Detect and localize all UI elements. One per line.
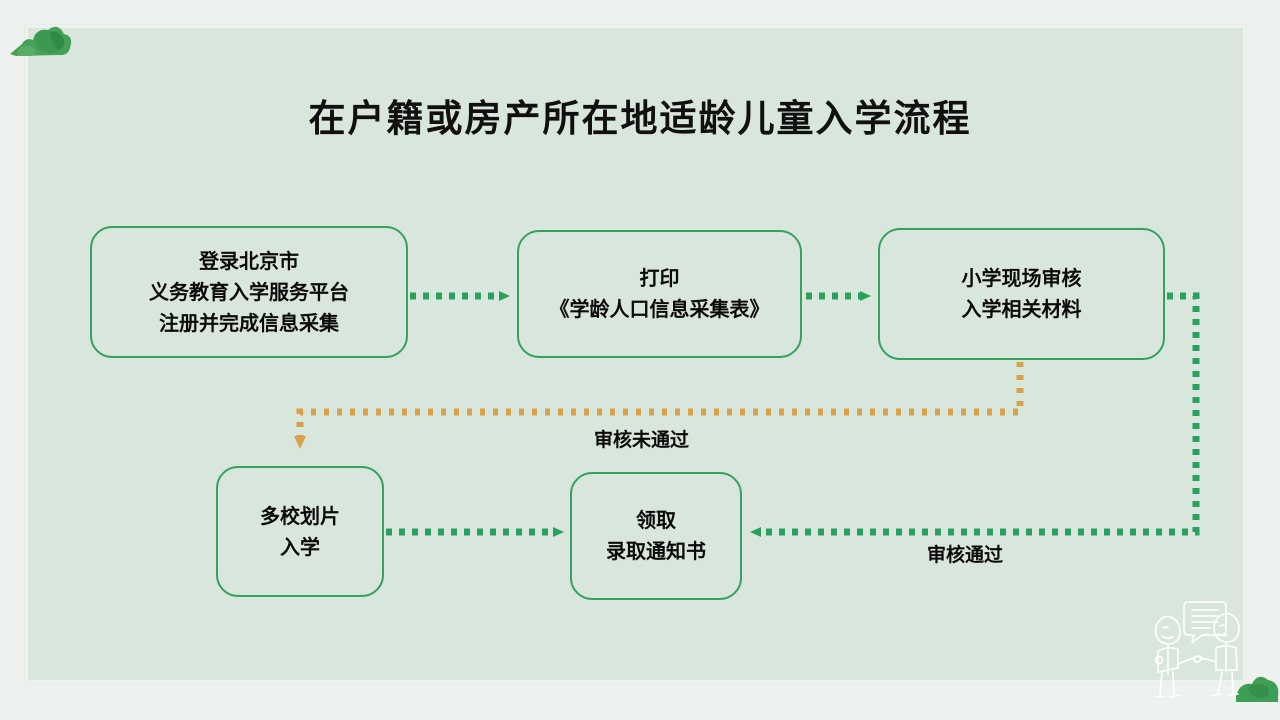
node-multi-line-2: 入学 bbox=[280, 534, 320, 559]
edge-label-review-failed: 审核未通过 bbox=[594, 429, 690, 451]
node-notice[interactable]: 领取 录取通知书 bbox=[570, 472, 742, 600]
node-register-line-2: 义务教育入学服务平台 bbox=[149, 279, 349, 304]
node-multi-line-1: 多校划片 bbox=[260, 503, 340, 528]
node-print[interactable]: 打印 《学龄人口信息采集表》 bbox=[517, 230, 802, 358]
node-register[interactable]: 登录北京市 义务教育入学服务平台 注册并完成信息采集 bbox=[90, 226, 408, 358]
node-review-line-2: 入学相关材料 bbox=[961, 297, 1082, 321]
node-notice-line-1: 领取 bbox=[636, 508, 676, 532]
node-print-line-1: 打印 bbox=[639, 266, 680, 290]
node-review-line-1: 小学现场审核 bbox=[961, 266, 1082, 290]
page-title: 在户籍或房产所在地适龄儿童入学流程 bbox=[308, 96, 972, 140]
node-print-line-2: 《学龄人口信息采集表》 bbox=[549, 297, 770, 321]
node-notice-line-2: 录取通知书 bbox=[606, 539, 706, 563]
node-register-line-3: 注册并完成信息采集 bbox=[159, 310, 339, 335]
edge-label-review-passed: 审核通过 bbox=[927, 544, 1004, 566]
panel-hairline bbox=[24, 24, 1247, 684]
node-multi[interactable]: 多校划片 入学 bbox=[216, 466, 384, 597]
node-register-line-1: 登录北京市 bbox=[199, 248, 299, 273]
node-review[interactable]: 小学现场审核 入学相关材料 bbox=[878, 228, 1165, 360]
